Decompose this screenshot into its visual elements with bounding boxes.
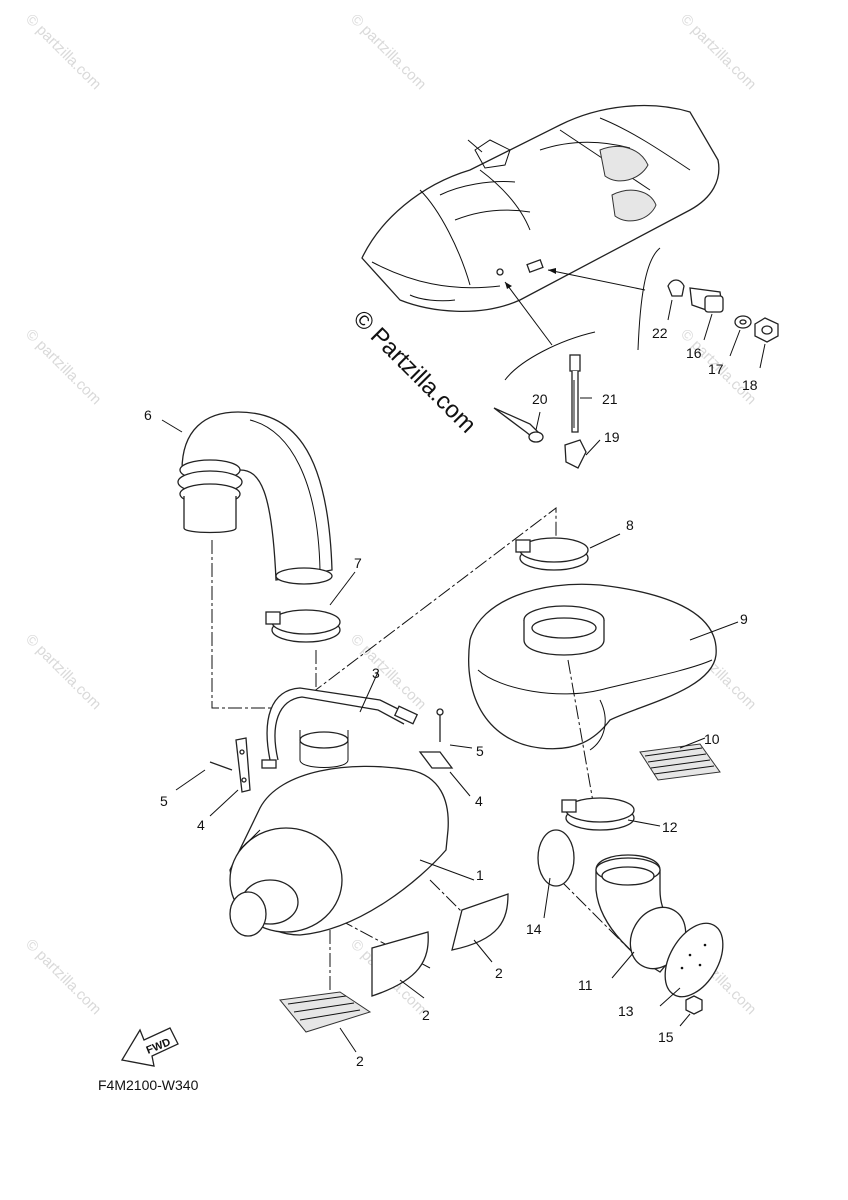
diagram-code: F4M2100-W340	[98, 1077, 199, 1093]
watercraft-overview	[361, 104, 720, 312]
part-label-21[interactable]: 21	[602, 391, 618, 407]
watermark: © partzilla.com	[22, 936, 104, 1018]
tank-9	[468, 583, 739, 751]
part-label-17[interactable]: 17	[708, 361, 724, 377]
part-label-22[interactable]: 22	[652, 325, 668, 341]
clamp-7	[265, 571, 356, 643]
part-label-14[interactable]: 14	[526, 921, 542, 937]
part-label-20[interactable]: 20	[532, 391, 548, 407]
part-label-8[interactable]: 8	[626, 517, 634, 533]
part-label-7[interactable]: 7	[354, 555, 362, 571]
fwd-arrow: FWD	[120, 1027, 179, 1067]
grates-2	[279, 893, 509, 1053]
watermark: © partzilla.com	[677, 11, 759, 93]
watermark-main: © Partzilla.com	[348, 305, 481, 438]
part-label-18[interactable]: 18	[742, 377, 758, 393]
part-label-1[interactable]: 1	[476, 867, 484, 883]
part-label-5[interactable]: 5	[476, 743, 484, 759]
tie-group	[493, 354, 601, 469]
part-label-19[interactable]: 19	[604, 429, 620, 445]
part-label-10[interactable]: 10	[704, 731, 720, 747]
overview-callouts	[504, 247, 661, 381]
grate-10	[639, 737, 721, 781]
part-label-9[interactable]: 9	[740, 611, 748, 627]
duct-6	[161, 411, 333, 585]
clamp-8	[515, 533, 621, 571]
ring-14	[537, 829, 575, 919]
part-label-11[interactable]: 11	[578, 977, 593, 993]
part-label-5[interactable]: 5	[160, 793, 168, 809]
part-label-16[interactable]: 16	[686, 345, 702, 361]
watermark: © partzilla.com	[22, 631, 104, 713]
part-label-15[interactable]: 15	[658, 1029, 674, 1045]
part-label-6[interactable]: 6	[144, 407, 152, 423]
watermark: © partzilla.com	[22, 326, 104, 408]
watermark: © partzilla.com	[22, 11, 104, 93]
part-label-12[interactable]: 12	[662, 819, 678, 835]
part-label-2[interactable]: 2	[356, 1053, 364, 1069]
fitting-group	[667, 279, 779, 369]
part-label-2[interactable]: 2	[422, 1007, 430, 1023]
part-label-4[interactable]: 4	[197, 817, 205, 833]
part-label-13[interactable]: 13	[618, 1003, 634, 1019]
part-label-3[interactable]: 3	[372, 665, 380, 681]
nut-15	[679, 995, 703, 1027]
part-label-2[interactable]: 2	[495, 965, 503, 981]
part-labels: 1 2 2 2 3 4 4 5 5 6 7 8 9 10 11 12 13 14…	[144, 325, 758, 1069]
watermark: © partzilla.com	[347, 11, 429, 93]
canister-1	[229, 730, 475, 937]
clamp-12	[561, 797, 661, 831]
plate-13	[659, 922, 724, 1007]
part-label-4[interactable]: 4	[475, 793, 483, 809]
brackets	[175, 708, 473, 817]
